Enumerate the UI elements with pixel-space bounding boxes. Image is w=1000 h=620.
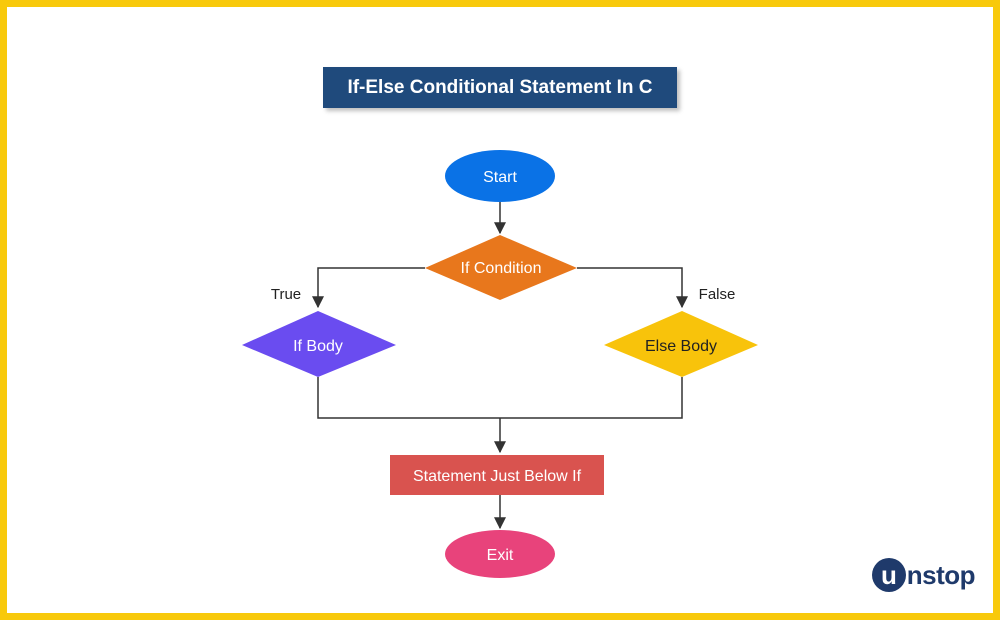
true-edge-label: True bbox=[271, 286, 301, 303]
else-body-node: Else Body bbox=[604, 311, 758, 377]
edge-if-body-merge bbox=[317, 377, 683, 419]
condition-label: If Condition bbox=[461, 260, 542, 277]
flowchart: Start If Condition If Body Else Body Sta… bbox=[242, 150, 758, 578]
exit-label: Exit bbox=[487, 547, 514, 564]
statement-below-label: Statement Just Below If bbox=[413, 468, 582, 485]
edge-condition-to-if-body bbox=[312, 267, 425, 309]
if-body-node: If Body bbox=[242, 311, 396, 377]
condition-node: If Condition bbox=[425, 235, 577, 300]
diagram-title: If-Else Conditional Statement In C bbox=[323, 67, 677, 108]
start-node: Start bbox=[445, 150, 555, 202]
unstop-logo: u nstop bbox=[871, 557, 976, 593]
exit-node: Exit bbox=[445, 530, 555, 578]
else-body-label: Else Body bbox=[645, 338, 717, 355]
start-label: Start bbox=[483, 169, 517, 186]
logo-badge-letter: u bbox=[871, 558, 906, 592]
false-edge-label: False bbox=[699, 286, 736, 303]
edge-condition-to-else-body bbox=[577, 267, 688, 309]
statement-below-node: Statement Just Below If bbox=[390, 455, 604, 495]
logo-wordmark: nstop bbox=[906, 559, 976, 590]
if-body-label: If Body bbox=[293, 338, 343, 355]
